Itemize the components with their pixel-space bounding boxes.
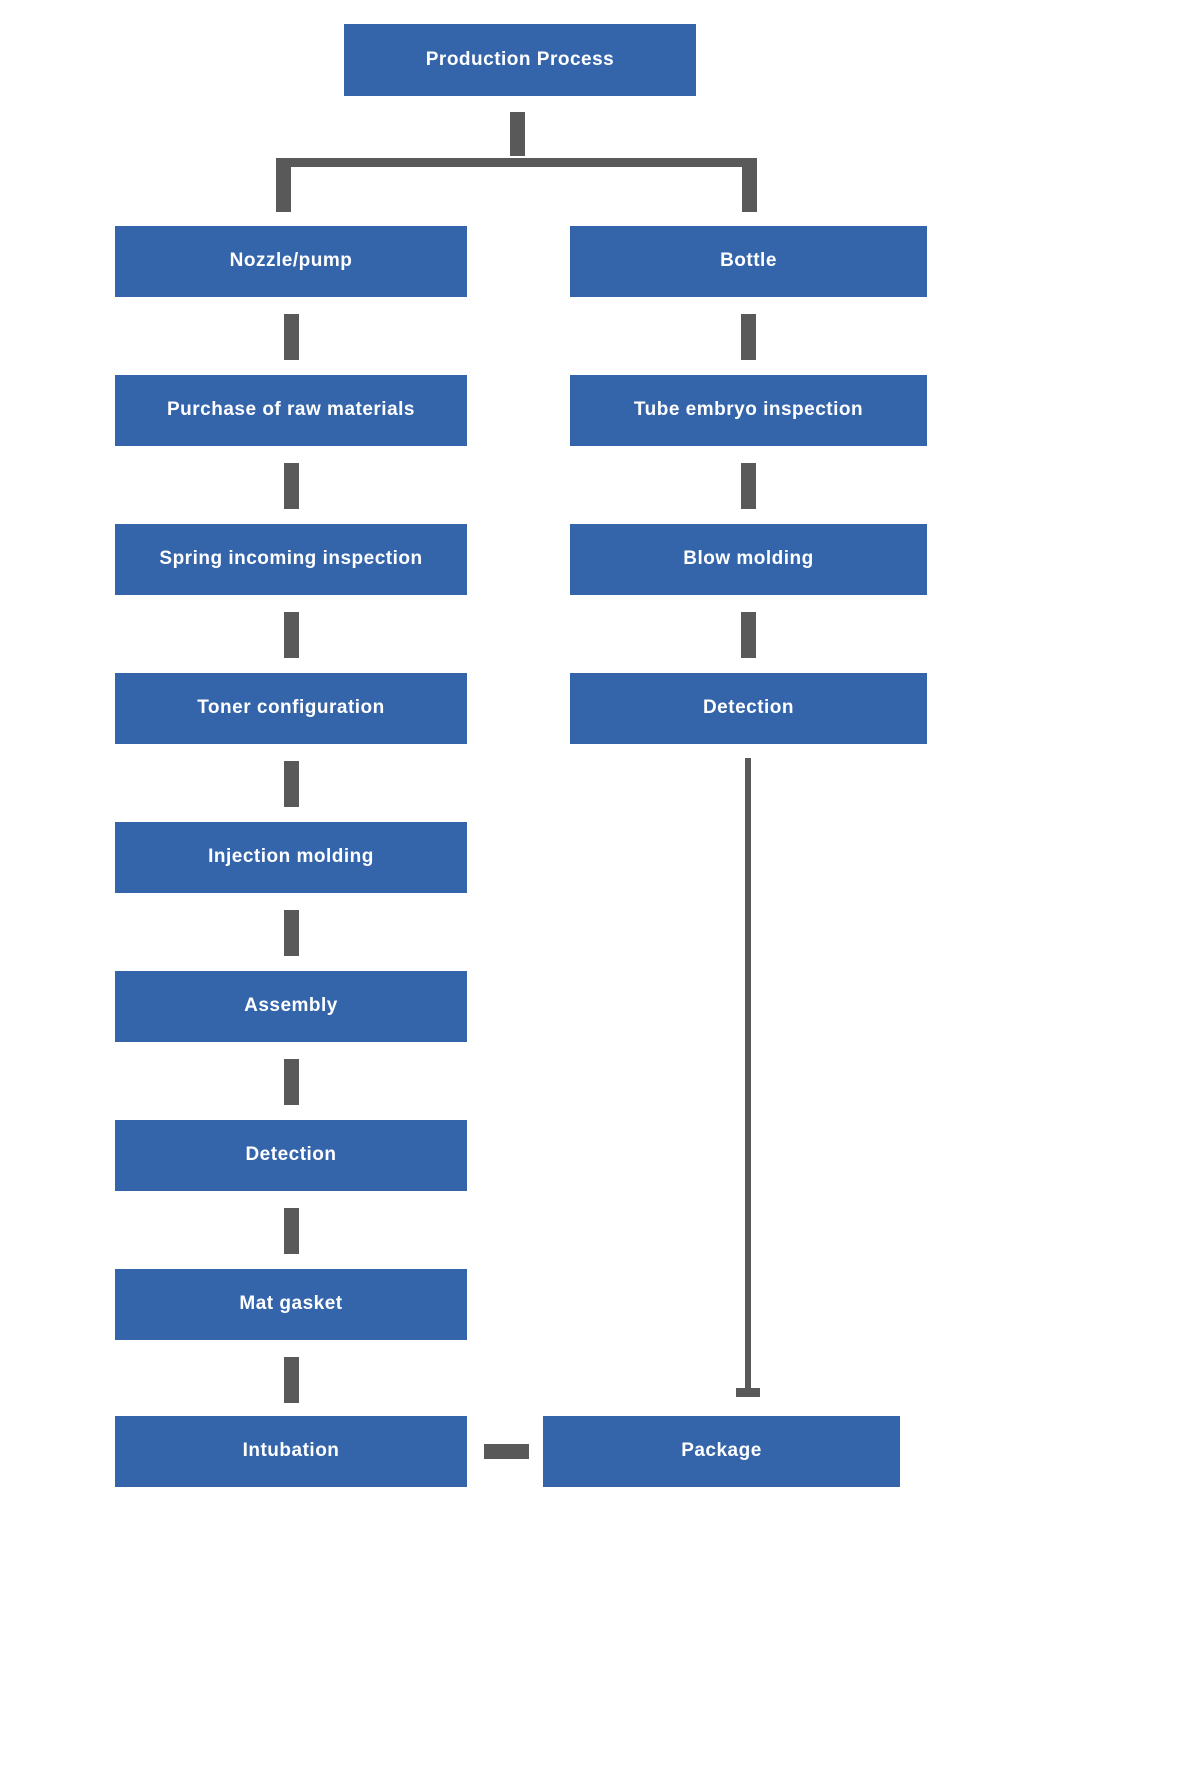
node-mat-gasket: Mat gasket	[115, 1269, 467, 1340]
node-production-process: Production Process	[344, 24, 696, 96]
node-spring-incoming-inspection: Spring incoming inspection	[115, 524, 467, 595]
connector-split-right-stub	[742, 158, 757, 212]
connector-left-dash-2	[284, 463, 299, 509]
node-tube-embryo-inspection: Tube embryo inspection	[570, 375, 927, 446]
connector-right-dash-2	[741, 463, 756, 509]
node-package: Package	[543, 1416, 900, 1487]
connector-left-dash-1	[284, 314, 299, 360]
node-purchase-raw-materials: Purchase of raw materials	[115, 375, 467, 446]
connector-left-dash-8	[284, 1357, 299, 1403]
connector-right-dash-1	[741, 314, 756, 360]
connector-left-dash-6	[284, 1059, 299, 1105]
connector-right-dash-3	[741, 612, 756, 658]
connector-detection-to-package-cap	[736, 1388, 760, 1397]
node-blow-molding: Blow molding	[570, 524, 927, 595]
node-nozzle-pump: Nozzle/pump	[115, 226, 467, 297]
node-detection-right: Detection	[570, 673, 927, 744]
node-detection-left: Detection	[115, 1120, 467, 1191]
node-toner-configuration: Toner configuration	[115, 673, 467, 744]
node-assembly: Assembly	[115, 971, 467, 1042]
connector-split-left-stub	[276, 158, 291, 212]
connector-left-dash-7	[284, 1208, 299, 1254]
connector-split-horizontal	[276, 158, 757, 167]
connector-left-dash-5	[284, 910, 299, 956]
connector-left-dash-3	[284, 612, 299, 658]
connector-root-down-dash	[510, 112, 525, 156]
connector-left-dash-4	[284, 761, 299, 807]
connector-detection-to-package-line	[745, 758, 751, 1390]
node-injection-molding: Injection molding	[115, 822, 467, 893]
connector-intubation-to-package-dash	[484, 1444, 529, 1459]
node-intubation: Intubation	[115, 1416, 467, 1487]
node-bottle: Bottle	[570, 226, 927, 297]
